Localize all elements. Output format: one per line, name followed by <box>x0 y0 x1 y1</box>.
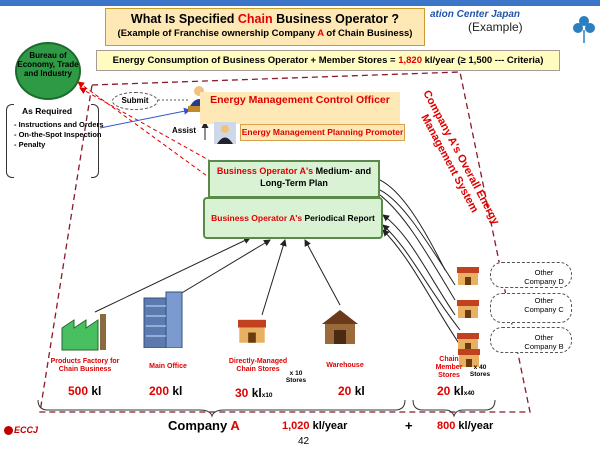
org-name: ation Center Japan <box>430 9 521 20</box>
store-icon <box>458 346 480 373</box>
plus-sign: + <box>405 418 413 433</box>
directly-managed-stores-label: Directly-Managed Chain Stores <box>228 358 288 374</box>
warehouse-label: Warehouse <box>326 362 364 369</box>
medium-long-term-plan-box: Business Operator A's Medium- and Long-T… <box>208 160 380 198</box>
title-box: What Is Specified Chain Business Operato… <box>105 8 425 46</box>
stores-note: x 10 Stores <box>285 370 307 384</box>
main-office-energy: 200 kl <box>149 384 183 398</box>
list-item: - Instructions and Orders <box>14 120 104 129</box>
periodical-report-box: Business Operator A's Periodical Report <box>203 197 383 239</box>
office-building-icon <box>140 290 185 353</box>
as-required-label: As Required <box>22 106 73 116</box>
member-total-value: 800 kl/year <box>437 420 494 432</box>
page-subtitle: (Example of Franchise ownership Company … <box>117 27 413 39</box>
main-office-label: Main Office <box>149 363 187 370</box>
assist-label: Assist <box>172 126 197 135</box>
energy-consumption-box: Energy Consumption of Business Operator … <box>96 50 560 71</box>
store-icon <box>457 264 479 291</box>
factory-icon <box>60 312 110 357</box>
page-title: What Is Specified Chain Business Operato… <box>130 12 400 26</box>
company-total-label: Company A <box>168 418 240 433</box>
energy-management-planning-promoter: Energy Management Planning Promoter <box>240 124 405 141</box>
chain-member-stores-label: Chain Member Stores <box>435 356 463 380</box>
other-company-c: Other Company C <box>490 293 572 323</box>
directly-managed-energy: 30 klx10 <box>235 386 273 400</box>
member-stores-note: x 40 Stores <box>469 364 491 378</box>
bracket-right <box>91 104 99 178</box>
company-total-value: 1,020 kl/year <box>282 420 348 432</box>
example-label: (Example) <box>468 20 523 34</box>
requirements-list: - Instructions and Orders - On-the-Spot … <box>14 120 104 149</box>
energy-management-control-officer: Energy Management Control Officer <box>200 92 400 124</box>
other-company-b: Other Company B <box>490 327 572 353</box>
list-item: - Penalty <box>14 139 46 149</box>
chain-member-energy: 20 klx40 <box>437 384 475 398</box>
list-item: - On-the-Spot Inspection <box>14 129 102 139</box>
eccj-logo: ECCJ <box>4 425 38 436</box>
logo-icon <box>4 426 13 436</box>
promoter-person-icon <box>214 122 236 149</box>
store-icon <box>457 297 479 324</box>
factory-label: Products Factory for Chain Business <box>50 358 120 374</box>
store-icon <box>236 316 268 349</box>
warehouse-energy: 20 kl <box>338 384 365 398</box>
store-icon <box>457 330 479 357</box>
clover-icon <box>572 14 596 49</box>
factory-energy: 500 kl <box>68 384 102 398</box>
system-boundary <box>39 71 531 413</box>
other-company-d: Other Company D <box>490 262 572 288</box>
bracket-left <box>6 104 14 178</box>
page-number: 42 <box>298 436 310 447</box>
top-bar <box>0 0 600 6</box>
submit-label: Submit <box>112 92 158 110</box>
bureau-ellipse: Bureau of Economy, Trade and Industry <box>15 42 81 100</box>
warehouse-icon <box>320 308 360 351</box>
side-title-wrap: Company A's Overall Energy Management Sy… <box>400 78 502 248</box>
